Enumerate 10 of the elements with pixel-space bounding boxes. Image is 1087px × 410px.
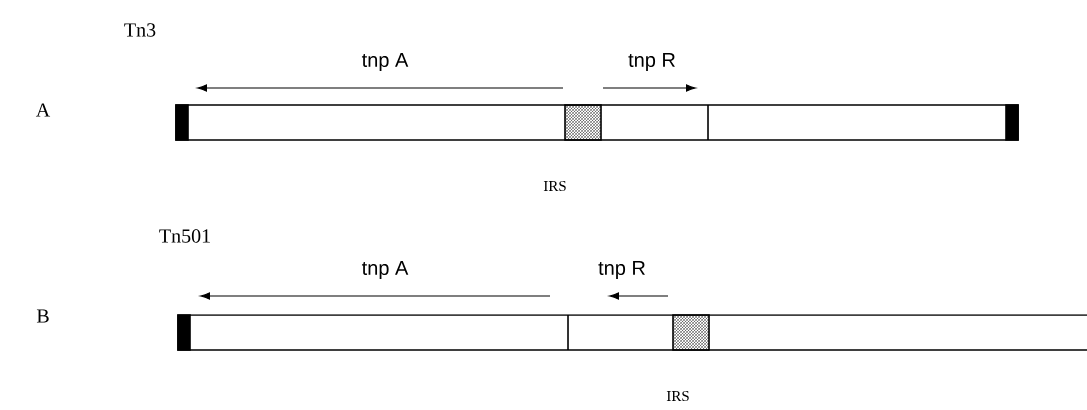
element-label: IRS	[666, 390, 689, 402]
construct-title: Tn3	[124, 23, 156, 37]
panel-letter: A	[35, 103, 51, 117]
construct-title: Tn501	[159, 229, 210, 243]
gene-label: tnp R	[628, 53, 675, 71]
gene-label: tnp A	[361, 53, 409, 71]
gene-label: tnp R	[598, 261, 645, 279]
gene-label: tnp A	[361, 261, 409, 279]
panel-letter: B	[36, 309, 49, 323]
element-label: IRS	[543, 180, 566, 192]
